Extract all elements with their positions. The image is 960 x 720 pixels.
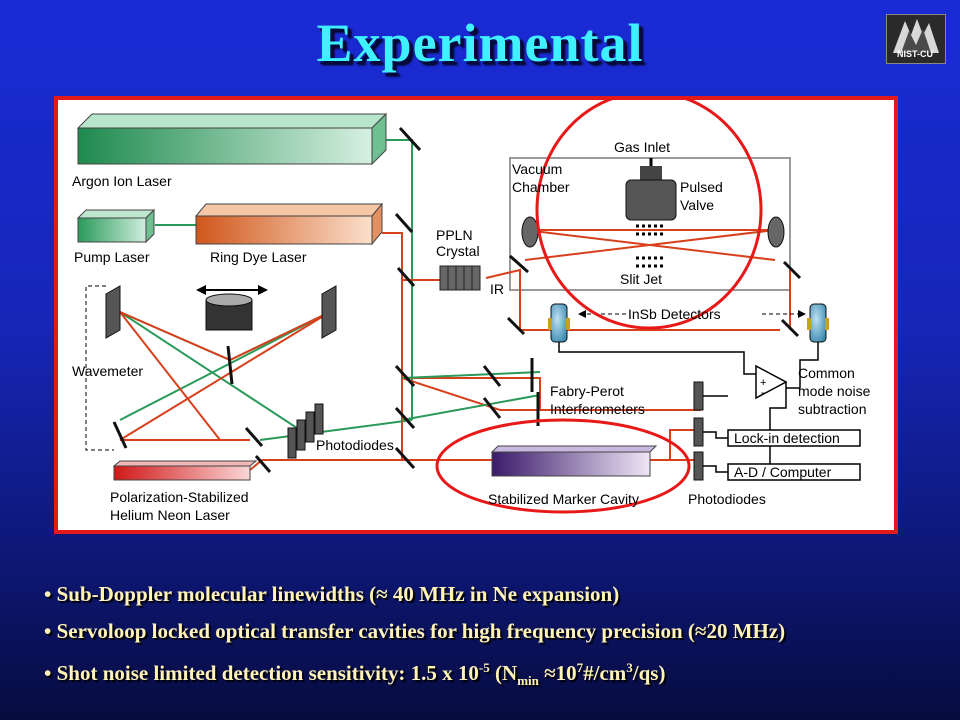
helium-neon-laser	[112, 460, 258, 481]
label-lockin: Lock-in detection	[734, 430, 840, 446]
label-insb: InSb Detectors	[628, 306, 721, 322]
bullet-linewidths: • Sub-Doppler molecular linewidths (≈ 40…	[44, 582, 620, 606]
chamber-mirrors	[521, 216, 785, 248]
label-photodiodes-right: Photodiodes	[688, 491, 766, 507]
electronics	[558, 342, 861, 481]
label-chamber: Chamber	[512, 179, 570, 195]
label-slitjet: Slit Jet	[620, 271, 662, 287]
stabilized-marker-cavity	[490, 445, 658, 477]
label-modenoise: mode noise	[798, 383, 871, 399]
label-argon: Argon Ion Laser	[72, 173, 172, 189]
label-fabry: Fabry-Perot	[550, 383, 624, 399]
label-cavity: Stabilized Marker Cavity	[488, 491, 639, 507]
pump-laser	[76, 208, 156, 244]
photodiodes-right	[693, 381, 704, 481]
label-subtraction: subtraction	[798, 401, 866, 417]
bullet-sensitivity: • Shot noise limited detection sensitivi…	[44, 660, 666, 689]
label-vacuum: Vacuum	[512, 161, 562, 177]
label-pump: Pump Laser	[74, 249, 150, 265]
ring-dye-laser	[194, 202, 384, 246]
ppln-crystal	[439, 265, 481, 291]
label-common: Common	[798, 365, 855, 381]
label-adcomp: A-D / Computer	[734, 464, 832, 480]
bullet-servoloop: • Servoloop locked optical transfer cavi…	[44, 619, 786, 643]
label-crystal: Crystal	[436, 243, 480, 259]
label-valve: Valve	[680, 197, 714, 213]
label-hene-1: Polarization-Stabilized	[110, 489, 249, 505]
photodiodes-left	[287, 403, 324, 459]
highlight-cavity	[435, 418, 691, 514]
label-ringdye: Ring Dye Laser	[210, 249, 307, 265]
jila-logo-icon	[886, 14, 946, 64]
label-amp-plus: +	[760, 377, 766, 389]
label-photodiodes-left: Photodiodes	[316, 437, 394, 453]
label-ppln: PPLN	[436, 227, 473, 243]
label-interferometers: Interferometers	[550, 401, 645, 417]
label-amp-minus: -	[761, 387, 765, 399]
label-gasinlet: Gas Inlet	[614, 139, 670, 155]
argon-ion-laser	[76, 112, 388, 166]
label-wavemeter: Wavemeter	[72, 363, 143, 379]
label-pulsed: Pulsed	[680, 179, 723, 195]
label-hene-2: Helium Neon Laser	[110, 507, 230, 523]
wavemeter-mirrors	[105, 285, 337, 339]
pulsed-valve	[625, 158, 677, 268]
bullet-list: • Sub-Doppler molecular linewidths (≈ 40…	[44, 580, 944, 691]
wavemeter-carriage	[196, 285, 268, 331]
slide-title: Experimental	[316, 13, 644, 73]
label-ir: IR	[490, 281, 504, 297]
experimental-setup-diagram: Argon Ion Laser Pump Laser Ring Dye Lase…	[72, 96, 871, 523]
mirrors	[112, 126, 802, 473]
highlight-chamber	[535, 96, 763, 330]
logo-text: NIST-CU	[897, 49, 933, 59]
